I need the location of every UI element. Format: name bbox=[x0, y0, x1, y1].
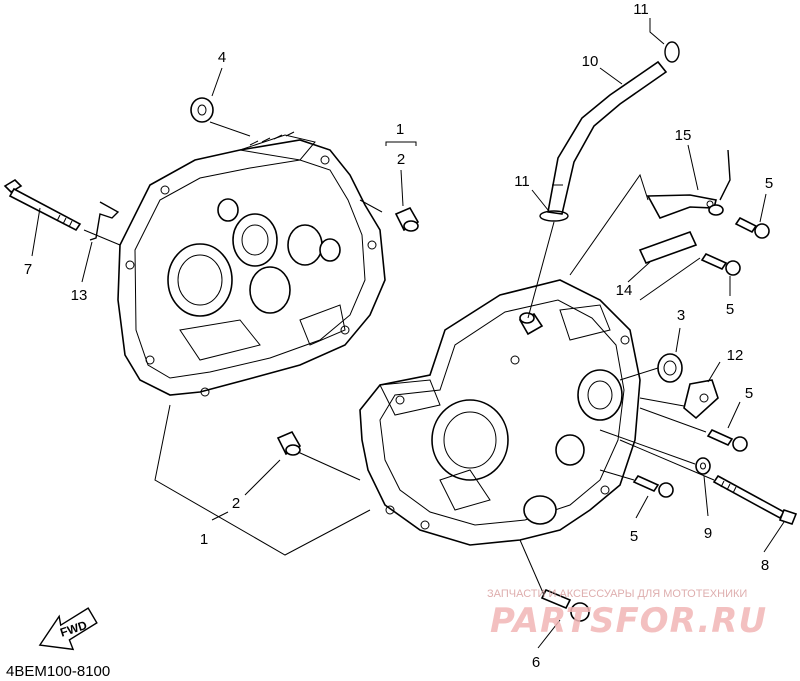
breather-hose-10 bbox=[547, 60, 668, 215]
bolt-8 bbox=[712, 474, 798, 525]
left-crankcase bbox=[117, 131, 386, 397]
callout-4: 4 bbox=[218, 49, 226, 66]
dowel-pin-upper bbox=[394, 206, 420, 232]
cable-lead bbox=[708, 149, 731, 216]
callout-13: 13 bbox=[71, 287, 88, 304]
bracket-12 bbox=[683, 379, 719, 420]
drain-bolt-6 bbox=[540, 588, 590, 622]
callout-10: 10 bbox=[582, 53, 599, 70]
leader-lines bbox=[31, 18, 785, 649]
callout-7: 7 bbox=[24, 261, 32, 278]
right-crankcase bbox=[359, 279, 641, 546]
callout-8: 8 bbox=[761, 557, 769, 574]
bolt-5-lower bbox=[632, 474, 674, 498]
bolt-7 bbox=[3, 178, 82, 232]
callout-1-lower: 1 bbox=[200, 531, 208, 548]
bracket-15 bbox=[646, 194, 717, 219]
watermark-brand: PARTSFOR.RU bbox=[490, 601, 767, 641]
callout-2-lower: 2 bbox=[232, 495, 240, 512]
hose-clamp-11 bbox=[539, 41, 680, 222]
callout-5-lower: 5 bbox=[630, 528, 638, 545]
drawing-code: 4BEM100-8100 bbox=[6, 663, 110, 680]
clip-13 bbox=[89, 201, 120, 241]
dowel-pin-lower bbox=[276, 430, 302, 456]
bolt-5-mid bbox=[700, 252, 741, 276]
callout-5-mid: 5 bbox=[726, 301, 734, 318]
callout-14: 14 bbox=[616, 282, 633, 299]
bolt-5-right bbox=[706, 428, 748, 452]
washer-4 bbox=[190, 97, 214, 123]
fwd-arrow-icon: FWD bbox=[38, 607, 98, 651]
washer-9 bbox=[695, 457, 711, 475]
callouts: 1 2 4 7 13 2 1 11 10 11 15 5 5 14 3 12 5… bbox=[24, 1, 773, 671]
callout-1-upper: 1 bbox=[396, 121, 404, 138]
watermark-tagline: ЗАПЧАСТИ И АКСЕССУАРЫ ДЛЯ МОТОТЕХНИКИ bbox=[487, 588, 747, 600]
callout-11-top: 11 bbox=[633, 1, 649, 18]
oil-seal-3 bbox=[657, 353, 683, 383]
callout-5-right: 5 bbox=[745, 385, 753, 402]
bolt-5-top bbox=[734, 216, 770, 239]
callout-15: 15 bbox=[675, 127, 692, 144]
callout-5-top: 5 bbox=[765, 175, 773, 192]
watermark: ЗАПЧАСТИ И АКСЕССУАРЫ ДЛЯ МОТОТЕХНИКИ PA… bbox=[487, 588, 767, 641]
callout-9: 9 bbox=[704, 525, 712, 542]
plate-14 bbox=[638, 230, 698, 265]
callout-3: 3 bbox=[677, 307, 685, 324]
callout-2-upper: 2 bbox=[397, 151, 405, 168]
callout-11-mid: 11 bbox=[514, 173, 530, 190]
callout-12: 12 bbox=[727, 347, 744, 364]
callout-6: 6 bbox=[532, 654, 540, 671]
